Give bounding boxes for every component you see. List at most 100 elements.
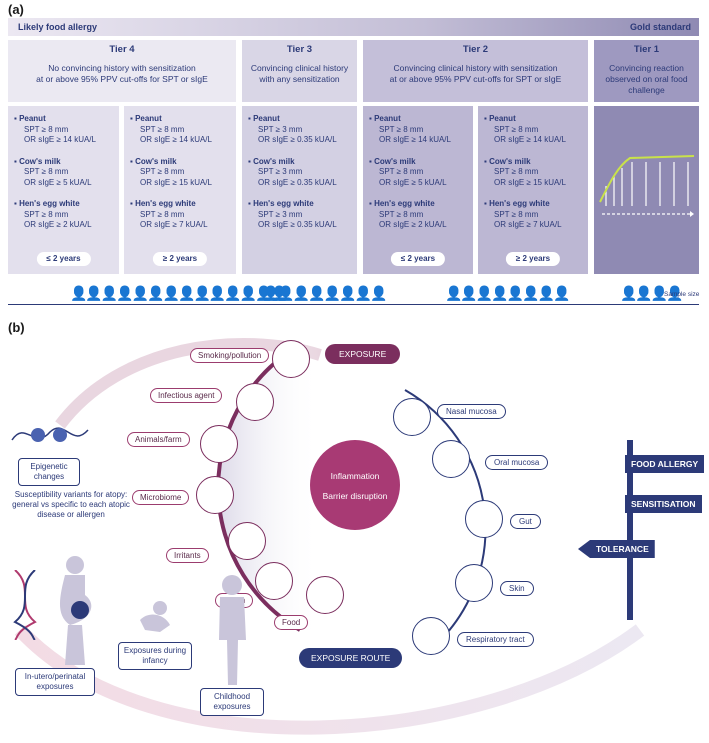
tier-2-header: Tier 2 Convincing clinical history with … <box>363 40 588 102</box>
pizza-icon <box>306 576 344 614</box>
allergen-name: Peanut <box>248 114 351 125</box>
lungs-icon <box>412 617 450 655</box>
tier-4-sample-icons: 👤👤👤👤👤👤👤👤👤👤👤👤👤👤 <box>70 285 288 301</box>
tier-3-desc-2: with any sensitization <box>259 74 340 84</box>
allergen-name: Hen's egg white <box>130 199 230 210</box>
sige-threshold: OR sIgE ≥ 7 kUA/L <box>494 220 562 229</box>
panel-b-label: (b) <box>8 320 25 335</box>
spt-threshold: SPT ≥ 8 mm <box>379 167 424 176</box>
tolerance-sign: TOLERANCE <box>578 540 655 558</box>
tier-4-desc-2: at or above 95% PPV cut-offs for SPT or … <box>36 74 208 84</box>
virus-icon <box>236 383 274 421</box>
sige-threshold: OR sIgE ≥ 15 kUA/L <box>140 177 212 187</box>
sige-threshold: OR sIgE ≥ 2 kUA/L <box>379 220 447 229</box>
sige-threshold: OR sIgE ≥ 0.35 kUA/L <box>258 220 337 229</box>
sige-threshold: OR sIgE ≥ 14 kUA/L <box>379 135 451 144</box>
exposure-smoking-pollution: Smoking/pollution <box>190 348 270 363</box>
allergen-name: Cow's milk <box>248 157 351 168</box>
exposure-badge: EXPOSURE <box>325 344 401 364</box>
microbe-icon <box>196 476 234 514</box>
age-badge: ≥ 2 years <box>152 251 208 266</box>
tier-3-desc-1: Convincing clinical history <box>250 63 349 73</box>
tier-1-desc-1: Convincing reaction <box>609 63 684 73</box>
tier-2-sample-icons: 👤👤👤👤👤👤👤👤 <box>445 285 570 301</box>
sige-threshold: OR sIgE ≥ 14 kUA/L <box>24 135 96 144</box>
exposure-microbiome: Microbiome <box>132 490 190 505</box>
inflammation-label: Inflammation <box>330 471 380 481</box>
spt-threshold: SPT ≥ 8 mm <box>140 124 185 134</box>
panel-a-label: (a) <box>8 2 24 17</box>
exposure-infectious-agent: Infectious agent <box>150 388 223 403</box>
inflammation-circle: Inflammation Barrier disruption <box>310 440 400 530</box>
tier-4-title: Tier 4 <box>109 44 135 55</box>
epigenetic-changes-box: Epigenetic changes <box>18 458 80 486</box>
spt-threshold: SPT ≥ 3 mm <box>258 209 303 219</box>
tier-2-desc-2: at or above 95% PPV cut-offs for SPT or … <box>389 74 562 84</box>
childhood-exposures-box: Childhood exposures <box>200 688 264 716</box>
allergen-name: Cow's milk <box>484 157 582 168</box>
tier-3-header: Tier 3 Convincing clinical history with … <box>242 40 357 102</box>
allergen-name: Hen's egg white <box>14 199 113 210</box>
tier-1-header: Tier 1 Convincing reaction observed on o… <box>594 40 699 102</box>
sige-threshold: OR sIgE ≥ 5 kUA/L <box>379 177 447 187</box>
sensitisation-sign: SENSITISATION <box>625 495 702 513</box>
in-utero-exposures-box: In-utero/perinatal exposures <box>15 668 95 696</box>
allergen-name: Peanut <box>484 114 582 125</box>
spt-threshold: SPT ≥ 8 mm <box>24 209 69 219</box>
exposure-animals-farm: Animals/farm <box>127 432 190 447</box>
tier-4-header: Tier 4 No convincing history with sensit… <box>8 40 236 102</box>
allergen-name: Cow's milk <box>369 157 467 168</box>
allergen-name: Cow's milk <box>14 157 113 168</box>
sige-threshold: OR sIgE ≥ 0.35 kUA/L <box>258 177 337 187</box>
route-respiratory-tract: Respiratory tract <box>457 632 534 647</box>
pollen-icon <box>255 562 293 600</box>
route-oral-mucosa: Oral mucosa <box>485 455 549 470</box>
car-icon <box>272 340 310 378</box>
barrier-disruption-label: Barrier disruption <box>322 491 388 501</box>
age-badge: ≥ 2 years <box>505 251 561 266</box>
sige-threshold: OR sIgE ≥ 7 kUA/L <box>140 220 208 229</box>
spt-threshold: SPT ≥ 8 mm <box>24 167 69 176</box>
sige-threshold: OR sIgE ≥ 2 kUA/L <box>24 220 92 229</box>
child-icon <box>219 575 246 685</box>
pregnant-woman-icon <box>60 556 92 665</box>
allergen-name: Peanut <box>369 114 467 125</box>
spt-threshold: SPT ≥ 8 mm <box>24 124 69 134</box>
tier-2-title: Tier 2 <box>462 44 489 55</box>
infancy-exposures-box: Exposures during infancy <box>118 642 192 670</box>
sige-threshold: OR sIgE ≥ 14 kUA/L <box>140 135 212 144</box>
irritant-icon <box>228 522 266 560</box>
spt-threshold: SPT ≥ 8 mm <box>140 209 185 219</box>
exposure-route-badge: EXPOSURE ROUTE <box>299 648 403 668</box>
gold-standard-label: Gold standard <box>629 22 691 32</box>
route-nasal-mucosa: Nasal mucosa <box>437 404 506 419</box>
spt-threshold: SPT ≥ 8 mm <box>494 167 539 176</box>
allergen-name: Hen's egg white <box>484 199 582 210</box>
spt-threshold: SPT ≥ 8 mm <box>140 167 185 176</box>
tier-2-desc-1: Convincing clinical history with sensiti… <box>393 63 558 73</box>
sige-threshold: OR sIgE ≥ 5 kUA/L <box>24 177 92 187</box>
spt-threshold: SPT ≥ 8 mm <box>379 209 424 219</box>
nose-icon <box>393 398 431 436</box>
head-profile-icon <box>432 440 470 478</box>
infant-icon <box>140 601 170 632</box>
tier-1-desc-2: observed on oral food challenge <box>605 74 688 95</box>
route-gut: Gut <box>510 514 541 529</box>
susceptibility-text: Susceptibility variants for atopy: gener… <box>12 490 130 519</box>
sige-threshold: OR sIgE ≥ 14 kUA/L <box>494 135 566 144</box>
spt-threshold: SPT ≥ 3 mm <box>258 167 303 176</box>
sample-size-label: Sample size <box>664 291 700 298</box>
tier-3-title: Tier 3 <box>286 44 313 55</box>
spt-threshold: SPT ≥ 8 mm <box>379 124 424 134</box>
tier-3-sample-icons: 👤👤👤👤👤👤👤👤 <box>262 285 387 301</box>
panel-b-background-graphics <box>14 337 645 735</box>
route-skin: Skin <box>500 581 534 596</box>
gut-icon <box>465 500 503 538</box>
spt-threshold: SPT ≥ 8 mm <box>494 124 539 134</box>
sample-size-baseline <box>8 304 699 305</box>
oral-food-challenge-graphic <box>599 155 695 217</box>
